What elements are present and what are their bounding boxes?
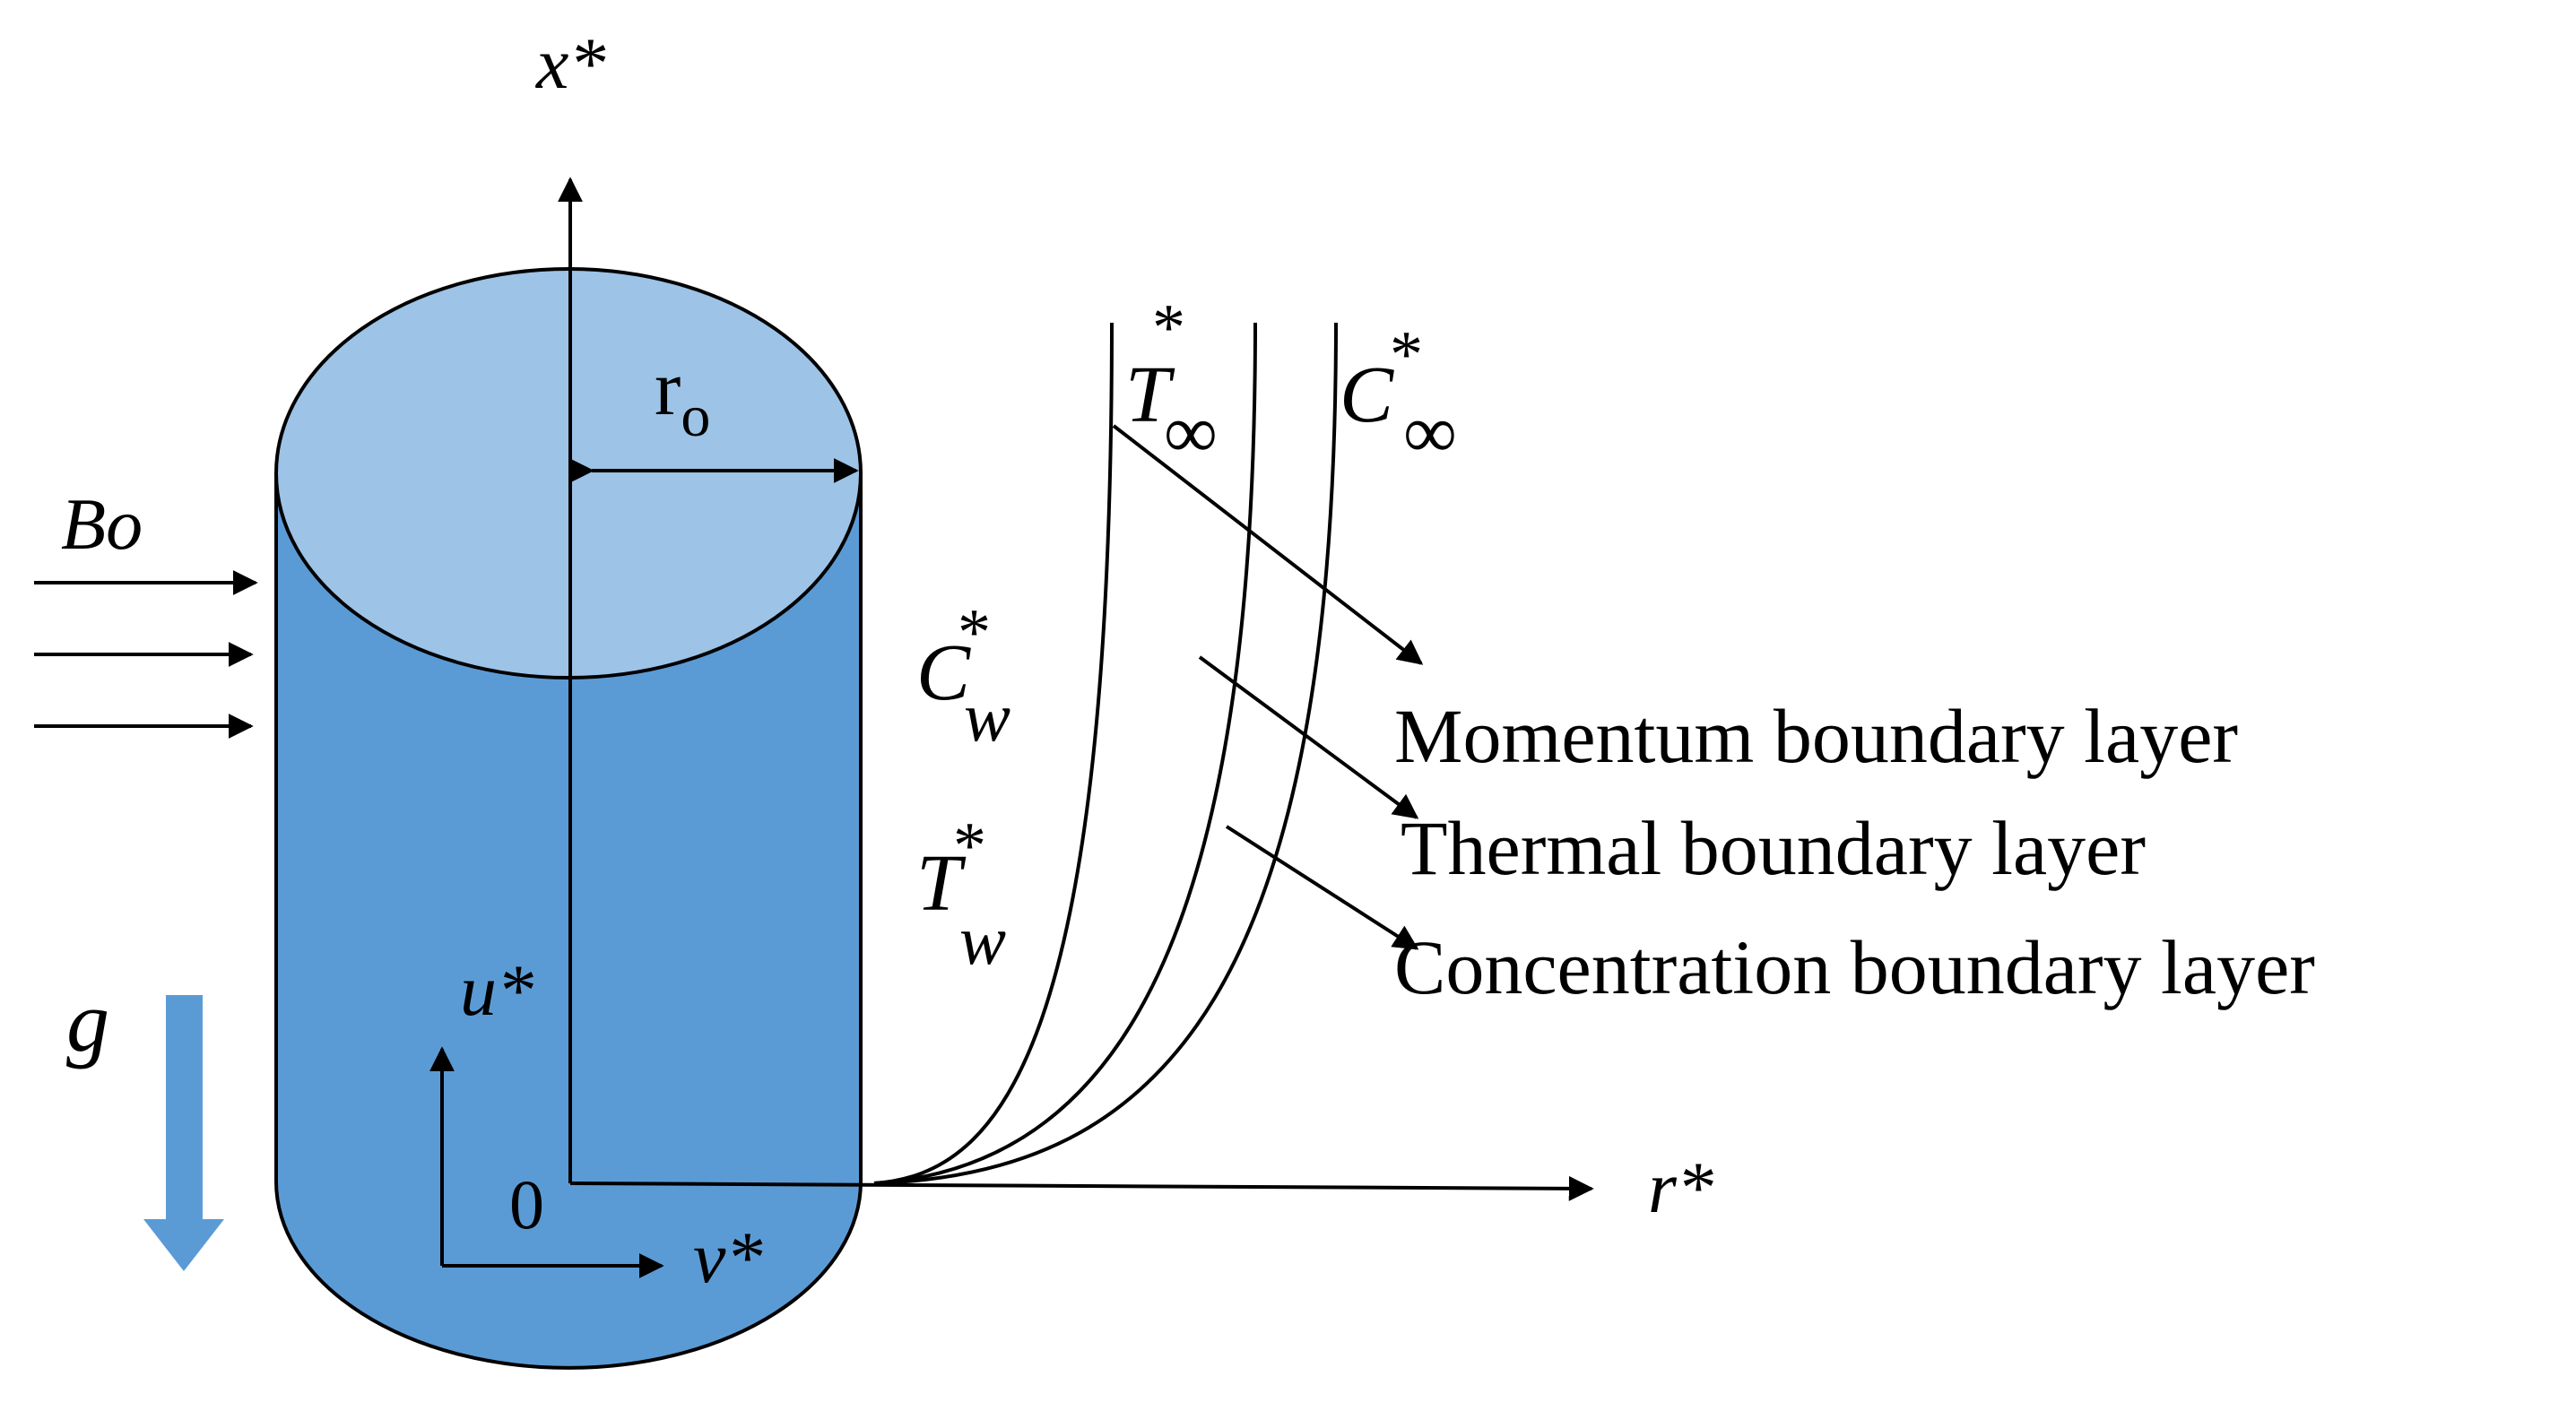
c-w-sub: w bbox=[964, 678, 1010, 756]
concentration-pointer bbox=[1225, 825, 1419, 950]
t-w-sub: w bbox=[959, 901, 1006, 979]
u-velocity-label: u* bbox=[460, 949, 533, 1031]
legend-thermal: Thermal boundary layer bbox=[1401, 805, 2146, 891]
legend-momentum: Momentum boundary layer bbox=[1394, 693, 2238, 779]
x-axis-label: x* bbox=[535, 22, 605, 104]
gravity-label: g bbox=[66, 974, 109, 1069]
t-inf-sub: ∞ bbox=[1164, 391, 1218, 474]
t-inf-sup: * bbox=[1152, 291, 1185, 365]
momentum-boundary-curve bbox=[873, 322, 1114, 1185]
c-w-sup: * bbox=[958, 596, 991, 670]
thermal-pointer bbox=[1198, 655, 1419, 819]
c-w-label: C bbox=[916, 628, 971, 717]
thermal-boundary-curve bbox=[873, 322, 1257, 1185]
radius-label: ro bbox=[655, 345, 710, 449]
magnetic-field-label: Bo bbox=[61, 483, 143, 565]
c-inf-sup: * bbox=[1390, 318, 1423, 392]
t-w-label: T bbox=[916, 839, 967, 928]
gravity-arrow bbox=[143, 995, 224, 1271]
r-axis-label: r* bbox=[1648, 1147, 1713, 1228]
c-inf-label: C bbox=[1340, 351, 1394, 439]
momentum-pointer bbox=[1112, 424, 1424, 665]
t-inf-label: T bbox=[1125, 351, 1175, 439]
legend-concentration: Concentration boundary layer bbox=[1394, 924, 2315, 1010]
t-w-sup: * bbox=[953, 809, 986, 883]
concentration-boundary-curve bbox=[873, 322, 1338, 1185]
r-axis bbox=[569, 1175, 1594, 1201]
c-inf-sub: ∞ bbox=[1403, 391, 1457, 474]
v-velocity-label: v* bbox=[693, 1216, 762, 1298]
origin-label: 0 bbox=[509, 1165, 544, 1243]
